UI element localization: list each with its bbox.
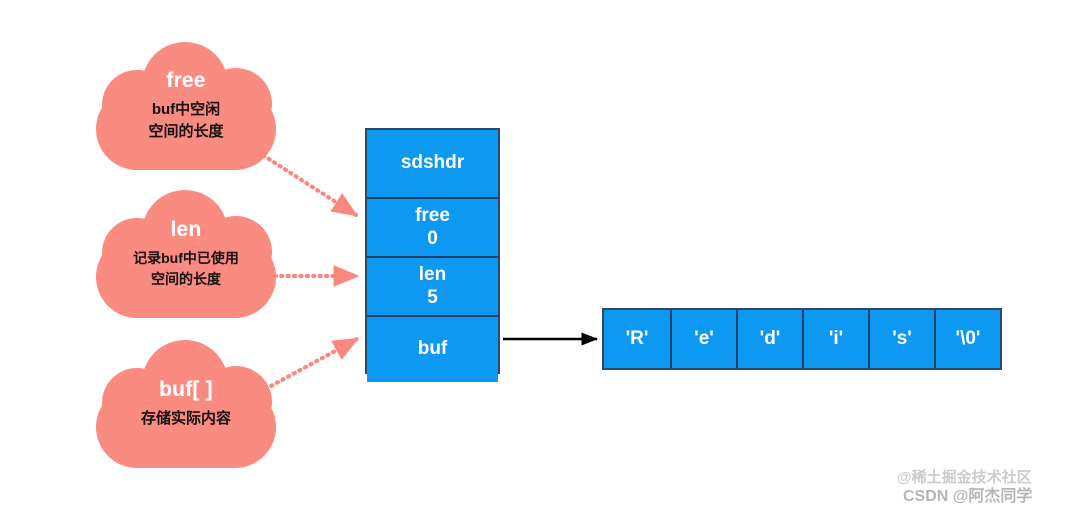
cloud-base: [96, 386, 276, 468]
cloud-base: [96, 236, 276, 318]
watermark-csdn: CSDN @阿杰同学: [903, 488, 1033, 505]
char-cell: 'R': [604, 310, 670, 368]
char-cell: 'i': [802, 310, 868, 368]
cloud-base: [96, 88, 276, 170]
cloud-buf: buf[ ] 存储实际内容: [96, 340, 276, 468]
char-cell: 'd': [736, 310, 802, 368]
struct-row-header: sdshdr: [367, 130, 498, 197]
cloud-len-text: len 记录buf中已使用 空间的长度: [96, 190, 276, 318]
sdshdr-struct-box: sdshdr free 0 len 5 buf: [365, 128, 500, 382]
cloud-buf-body: 存储实际内容: [140, 409, 231, 427]
cloud-buf-title: buf[ ]: [159, 377, 213, 401]
char-cell: '\0': [934, 310, 1000, 368]
struct-free-label: free: [415, 205, 450, 227]
struct-header-label: sdshdr: [400, 152, 465, 174]
char-array: 'R' 'e' 'd' 'i' 's' '\0': [602, 308, 1002, 370]
struct-len-label: len: [418, 264, 447, 286]
char-cell: 's': [868, 310, 934, 368]
struct-buf-label: buf: [417, 338, 448, 360]
char-cell: 'e': [670, 310, 736, 368]
cloud-free-title: free: [166, 68, 206, 92]
struct-len-value: 5: [427, 286, 438, 308]
struct-free-value: 0: [427, 227, 438, 249]
struct-row-free: free 0: [367, 197, 498, 256]
cloud-free-text: free buf中空闲 空间的长度: [96, 42, 276, 170]
cloud-buf-text: buf[ ] 存储实际内容: [96, 340, 276, 468]
cloud-len-body: 记录buf中已使用 空间的长度: [133, 250, 239, 287]
struct-row-buf: buf: [367, 315, 498, 382]
cloud-len: len 记录buf中已使用 空间的长度: [96, 190, 276, 318]
struct-row-len: len 5: [367, 256, 498, 315]
cloud-len-title: len: [170, 218, 202, 242]
watermark-juejin: @稀土掘金技术社区: [897, 469, 1032, 486]
cloud-free-body: buf中空闲 空间的长度: [148, 100, 224, 140]
cloud-free: free buf中空闲 空间的长度: [96, 42, 276, 170]
